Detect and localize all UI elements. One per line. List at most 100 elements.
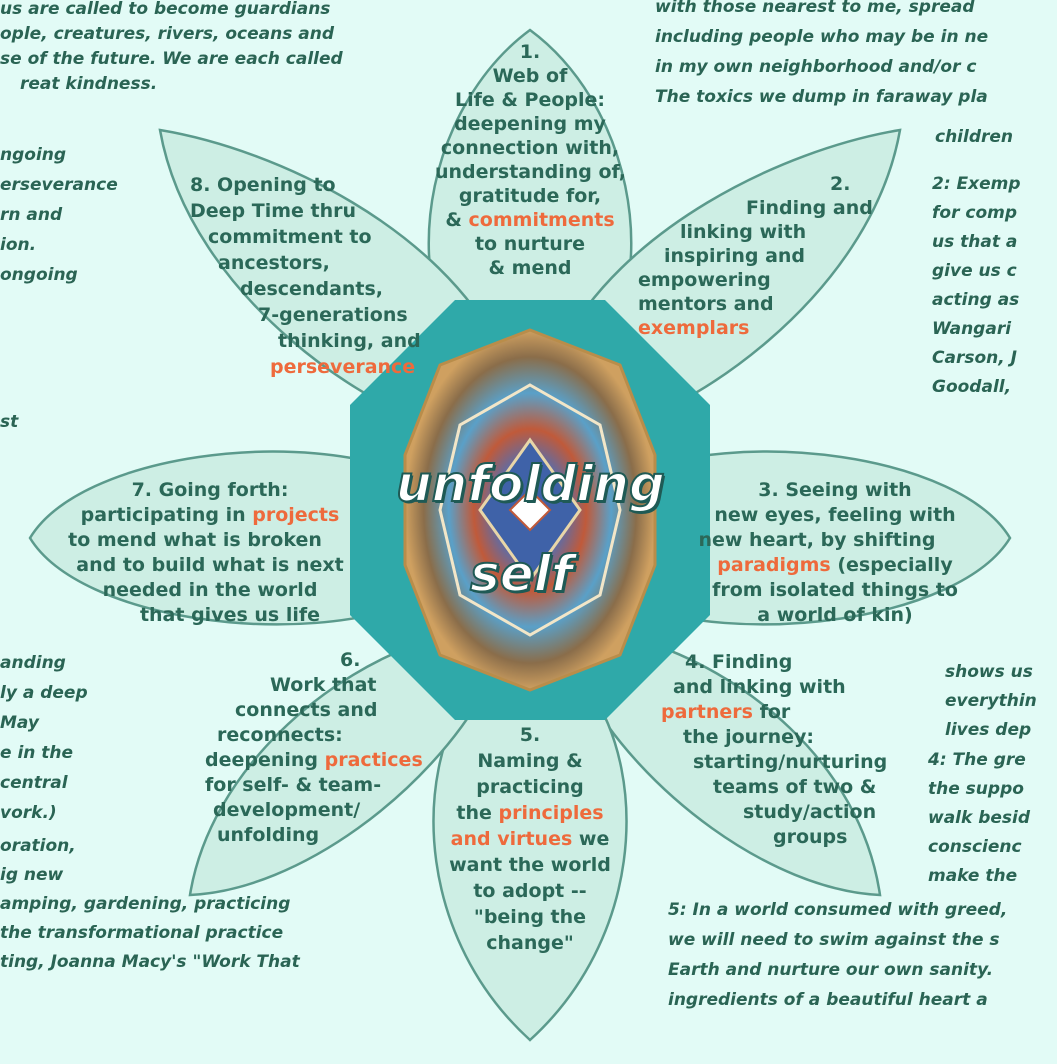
petal-text-line: thinking, and	[278, 330, 421, 352]
text-line: May	[0, 713, 39, 733]
petal-text-line: 8. Opening to	[190, 174, 336, 196]
text-line: make the	[928, 866, 1018, 886]
text-line: we will need to swim against the s	[668, 930, 1000, 950]
petal-text-line: that gives us life	[139, 604, 321, 626]
text-line: erseverance	[0, 175, 118, 195]
text-line: ngoing	[0, 145, 67, 165]
text-line: amping, gardening, practicing	[0, 894, 291, 914]
text-line: se of the future. We are each called	[0, 49, 343, 69]
text-line: rn and	[0, 205, 63, 225]
petal-text-line: ancestors,	[218, 252, 330, 274]
text-line: us that a	[932, 232, 1018, 252]
petal-2-text: 2. Finding and linking with inspiring an…	[638, 172, 873, 340]
right-text-bottom: 5: In a world consumed with greed, we wi…	[668, 895, 1007, 1015]
highlight-term: principles	[498, 802, 604, 824]
petal-text-line: & commitments	[435, 208, 625, 232]
petal-1-text: 1. Web of Life & People: deepening my co…	[435, 40, 627, 280]
petal-text-line: gratitude for,	[458, 185, 602, 207]
text-line: Goodall,	[932, 377, 1012, 397]
highlight-term: projects	[252, 504, 340, 526]
text-line: conscienc	[928, 837, 1022, 857]
text-segment: for	[752, 701, 791, 723]
text-line: including people who may be in ne	[655, 27, 989, 47]
text-line: The toxics we dump in faraway pla	[655, 87, 988, 107]
text-line: central	[0, 773, 68, 793]
text-line: acting as	[932, 290, 1020, 310]
petal-text-line: connection with,	[440, 137, 620, 159]
left-text-lower: anding ly a deep May e in the central vo…	[0, 648, 88, 828]
petal-text-line: reconnects:	[217, 724, 343, 746]
text-line: 2: Exemp	[932, 174, 1021, 194]
petal-text-line: the principles	[440, 800, 620, 826]
petal-text-line: starting/nurturing	[693, 751, 888, 773]
text-line: e in the	[0, 743, 74, 763]
center-title-line-2: self	[469, 544, 574, 604]
center-mandala	[403, 328, 657, 692]
text-line: walk besid	[928, 808, 1031, 828]
left-text-bottom: oration, ig new amping, gardening, pract…	[0, 832, 300, 977]
petal-text-line: participating in projects	[45, 503, 375, 528]
petal-text-line: teams of two &	[713, 776, 877, 798]
petal-text-line: 6.	[340, 649, 361, 671]
petal-text-line: study/action	[743, 801, 877, 823]
petal-text-line: to mend what is broken	[68, 529, 322, 551]
petal-text-line: needed in the world	[102, 579, 318, 601]
petal-text-line: a world of kin)	[757, 604, 913, 626]
petal-text-line: from isolated things to	[712, 579, 958, 601]
petal-text-line: 7-generations	[258, 304, 408, 326]
petal-text-line: understanding of,	[435, 161, 627, 183]
text-line: ig new	[0, 865, 64, 885]
text-line: with those nearest to me, spread	[655, 0, 975, 17]
right-text-support: 4: The gre the suppo walk besid conscien…	[928, 746, 1030, 891]
text-line: lives dep	[945, 720, 1032, 740]
petal-6-text: 6. Work that connects and reconnects: de…	[185, 648, 423, 848]
text-line: the transformational practice	[0, 923, 284, 943]
petal-text-line: deepening practices	[185, 748, 423, 773]
petal-text-line: want the world	[449, 854, 611, 876]
petal-text-line: partners for	[661, 700, 883, 725]
petal-text-line: Work that	[270, 674, 377, 696]
petal-text-line: mentors and	[638, 293, 774, 315]
highlight-term: partners	[661, 701, 753, 723]
text-line: 5: In a world consumed with greed,	[668, 900, 1008, 920]
petal-text-line: "being the	[473, 906, 587, 928]
petal-text-line: 1.	[519, 41, 541, 63]
highlight-term: and virtues	[450, 828, 573, 850]
text-line: for comp	[932, 203, 1018, 223]
text-line: ion.	[0, 235, 37, 255]
text-line: Wangari	[932, 319, 1012, 339]
right-text-exemplars: 2: Exemp for comp us that a give us c ac…	[932, 170, 1021, 402]
text-segment: participating in	[80, 504, 253, 526]
petal-text-line: change"	[486, 932, 574, 954]
text-segment: deepening	[205, 749, 325, 771]
left-text-mid: ngoing erseverance rn and ion. ongoing	[0, 140, 118, 290]
left-text-st: st	[0, 410, 18, 435]
text-line: everythin	[945, 691, 1037, 711]
petal-text-line: 7. Going forth:	[131, 479, 289, 501]
petal-text-line: paradigms (especially	[705, 553, 965, 578]
petal-text-line: groups	[773, 826, 848, 848]
text-line: ongoing	[0, 265, 78, 285]
text-line: Carson, J	[932, 348, 1017, 368]
text-line: st	[0, 412, 19, 432]
petal-text-line: new heart, by shifting	[698, 529, 936, 551]
text-segment: we	[572, 828, 610, 850]
petal-text-line: empowering	[638, 269, 771, 291]
petal-text-line: and virtues we	[440, 826, 620, 852]
text-line: ly a deep	[0, 683, 88, 703]
text-line: children	[935, 127, 1014, 147]
text-line: ople, creatures, rivers, oceans and	[0, 24, 335, 44]
text-line: 4: The gre	[928, 750, 1026, 770]
petal-text-line: and linking with	[673, 676, 846, 698]
petal-8-text: 8. Opening to Deep Time thru commitment …	[190, 172, 430, 380]
text-line: anding	[0, 653, 66, 673]
text-line: shows us	[945, 662, 1033, 682]
petal-text-line: practicing	[476, 776, 584, 798]
petal-text-line: linking with	[680, 221, 807, 243]
petal-text-line: and to build what is next	[76, 554, 344, 576]
right-text-children: children	[935, 125, 1013, 150]
petal-text-line: Life & People:	[454, 89, 606, 111]
petal-text-line: descendants,	[240, 278, 384, 300]
petal-text-line: deepening my	[454, 113, 606, 135]
petal-text-line: to adopt --	[473, 880, 587, 902]
